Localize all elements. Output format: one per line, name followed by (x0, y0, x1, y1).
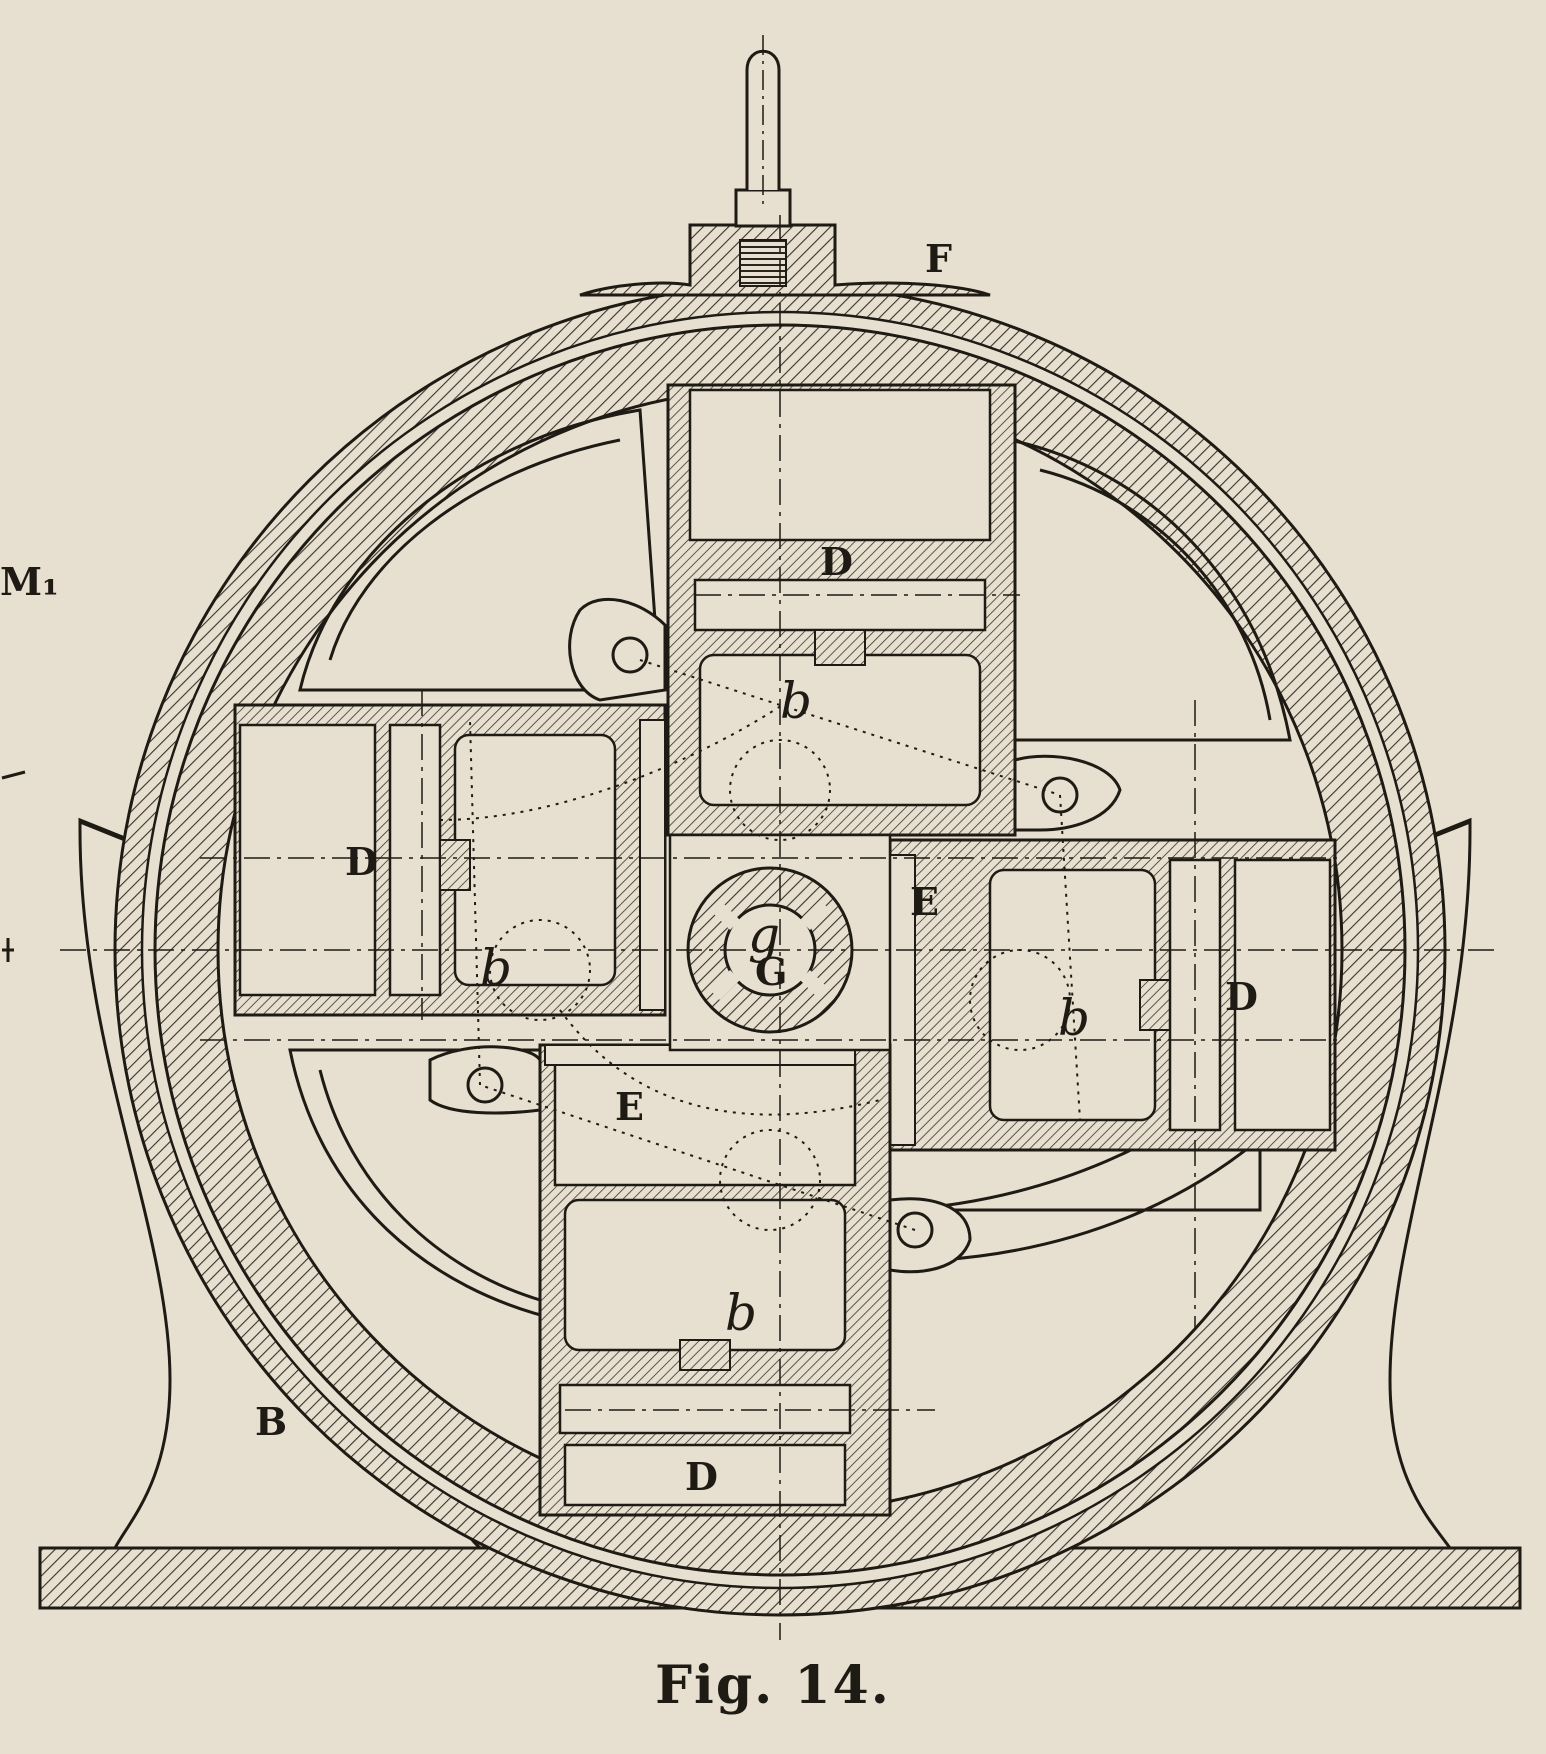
label-b-bottom: b (725, 1284, 757, 1342)
label-E-right: E (910, 879, 939, 924)
cylinder-left (233, 703, 667, 1017)
label-B: B (255, 1399, 287, 1444)
label-g: g (748, 906, 780, 964)
linkage-lines (439, 659, 1081, 1231)
top-boss (579, 35, 991, 297)
label-E-bottom: E (615, 1084, 644, 1129)
label-F: F (925, 236, 952, 281)
crank-lugs (428, 597, 1122, 1274)
label-b-top: b (780, 672, 812, 730)
label-D-top: D (820, 539, 853, 584)
cylinder-bottom (538, 1043, 892, 1517)
cylinder-top (666, 383, 1017, 837)
label-D-right: D (1225, 974, 1258, 1019)
label-D-left: D (345, 839, 378, 884)
margin-fragments (1, 770, 26, 962)
label-b-right: b (1058, 989, 1090, 1047)
centre-lines (60, 215, 1500, 1640)
label-M1: M₁ (0, 559, 59, 604)
figure-caption: Fig. 14. (655, 1655, 891, 1716)
cylinder-right (888, 838, 1337, 1152)
label-b-left: b (480, 939, 512, 997)
label-D-bottom: D (685, 1454, 718, 1499)
label-G: G (755, 949, 787, 994)
